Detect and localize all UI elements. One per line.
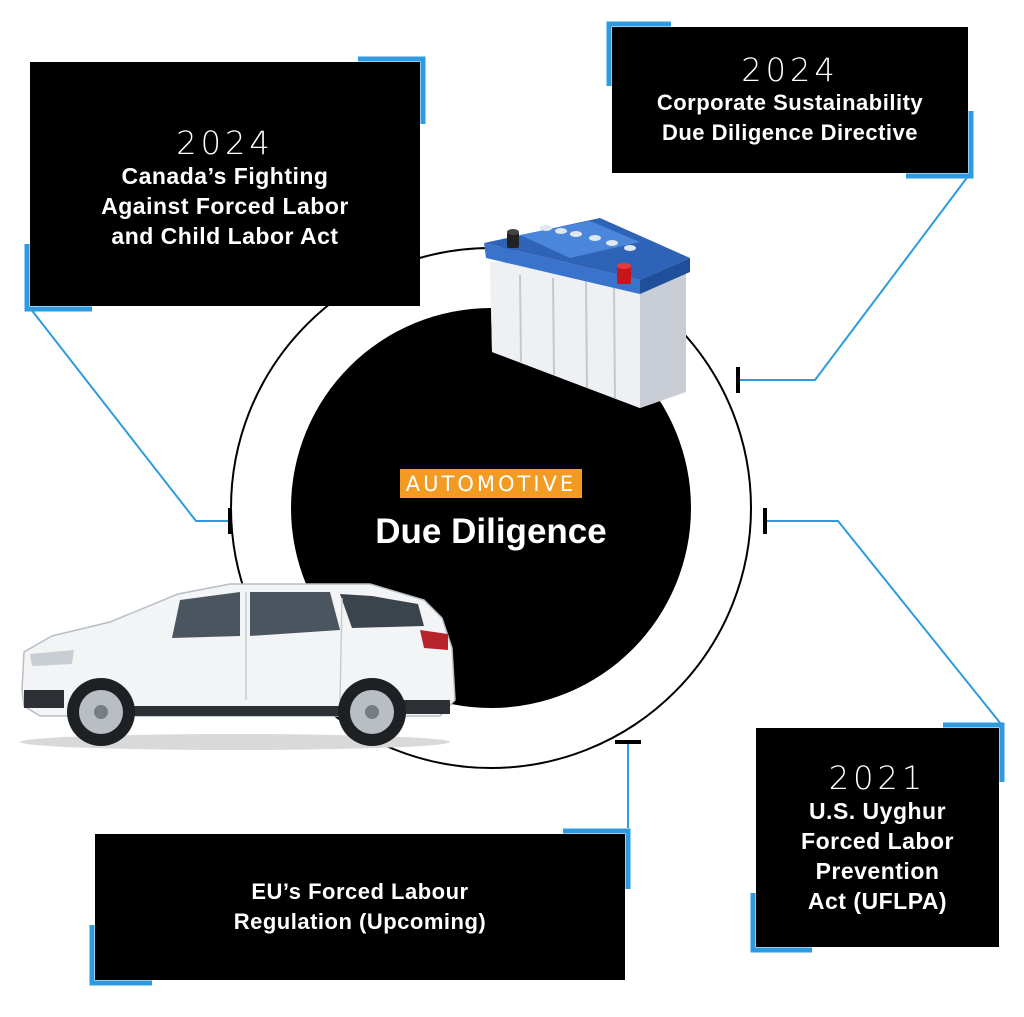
regulation-label: Canada’s Fighting Against Forced Labor a… xyxy=(101,163,349,249)
regulation-box-uflpa: 2021 U.S. Uyghur Forced Labor Prevention… xyxy=(756,728,999,947)
regulation-year: 2024 xyxy=(176,124,274,162)
ring-markers xyxy=(228,367,767,744)
box-accents xyxy=(24,21,1005,986)
connector-canada xyxy=(29,307,230,522)
regulation-year: 2021 xyxy=(828,758,927,797)
regulation-box-eu: EU’s Forced Labour Regulation (Upcoming) xyxy=(95,834,625,980)
car-battery-icon xyxy=(484,218,690,408)
connector-lines xyxy=(29,174,1002,828)
center-title: Due Diligence xyxy=(375,512,607,551)
regulation-label: EU’s Forced Labour Regulation (Upcoming) xyxy=(233,879,487,934)
regulation-year: 2024 xyxy=(741,51,839,89)
center-kicker-wrap: AUTOMOTIVE xyxy=(291,469,691,498)
connector-csddd xyxy=(738,174,970,381)
regulation-label: Corporate Sustainability Due Diligence D… xyxy=(656,90,924,145)
regulation-label: U.S. Uyghur Forced Labor Prevention Act … xyxy=(801,797,954,914)
connector-uflpa xyxy=(765,520,1002,725)
regulation-box-csddd: 2024 Corporate Sustainability Due Dilige… xyxy=(612,27,968,173)
white-suv-car-icon xyxy=(20,583,456,750)
regulation-box-canada: 2024 Canada’s Fighting Against Forced La… xyxy=(30,62,420,306)
center-kicker: AUTOMOTIVE xyxy=(399,469,583,498)
